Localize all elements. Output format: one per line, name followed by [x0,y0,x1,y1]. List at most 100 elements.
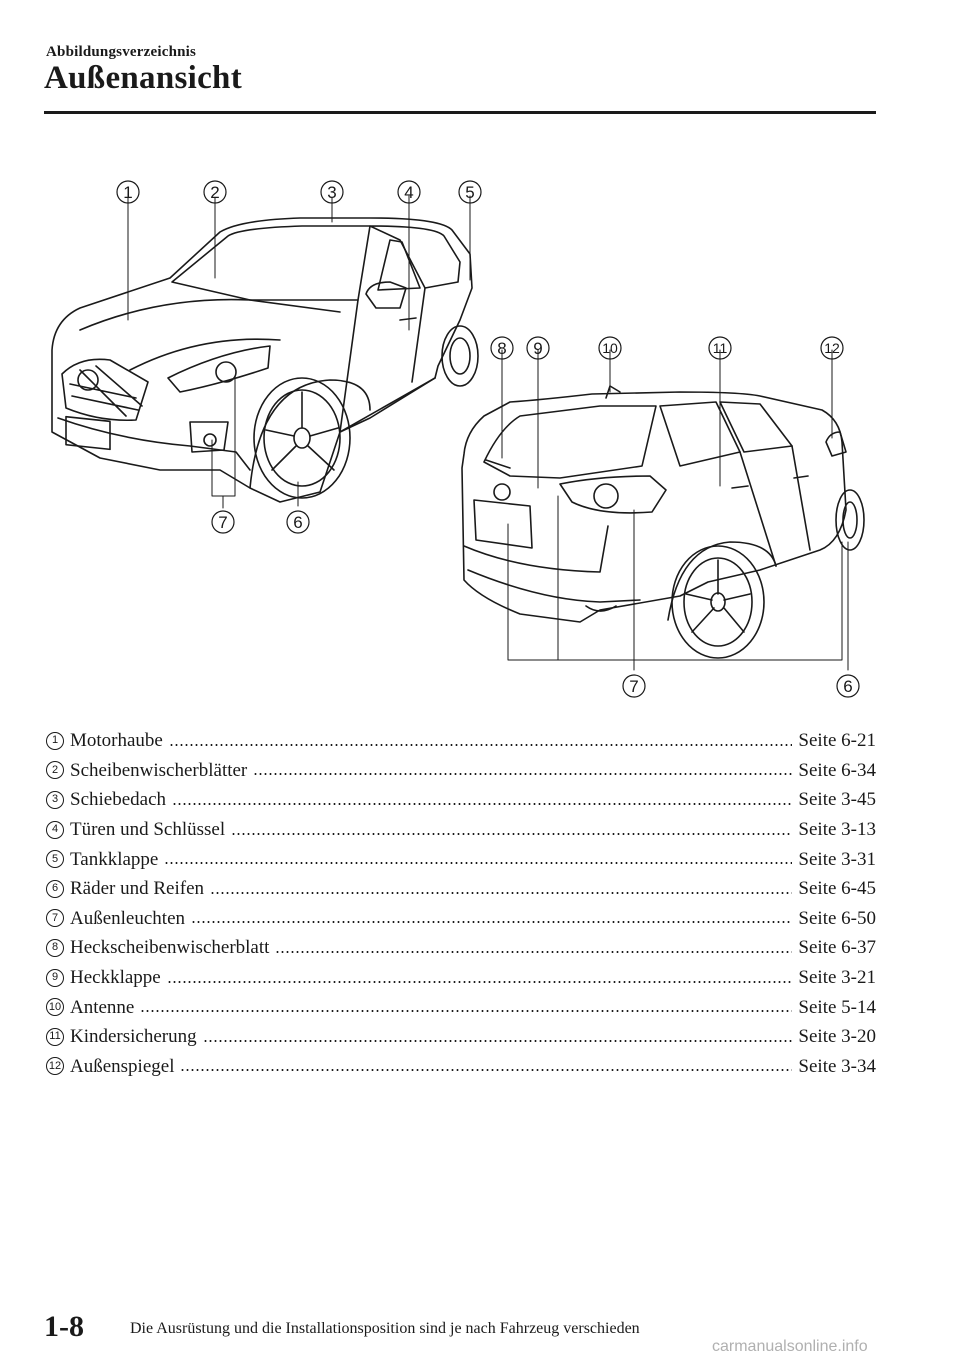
list-item: 6 Räder und Reifen Seite 6-45 [46,874,876,904]
callout-5: 5 [458,180,482,204]
page-title: Außenansicht [44,60,242,96]
item-label: Motorhaube [70,730,163,752]
page-reference: Seite 3-31 [798,848,876,870]
page-reference: Seite 6-45 [798,878,876,900]
dot-leader [140,1009,793,1014]
dot-leader [231,831,793,836]
callout-8: 8 [490,336,514,360]
page-reference: Seite 3-20 [798,1026,876,1048]
list-item: 1 Motorhaube Seite 6-21 [46,726,876,756]
list-item: 11 Kindersicherung Seite 3-20 [46,1022,876,1052]
item-number: 7 [46,909,64,928]
svg-text:10: 10 [602,340,618,356]
item-number: 4 [46,820,64,839]
dot-leader [172,801,793,806]
section-label: Abbildungsverzeichnis [46,44,197,60]
svg-text:3: 3 [327,183,336,202]
svg-text:4: 4 [404,183,413,202]
callout-6-rear: 6 [836,674,860,698]
list-item: 7 Außenleuchten Seite 6-50 [46,904,876,934]
callout-6-front: 6 [286,510,310,534]
callout-4: 4 [397,180,421,204]
item-label: Heckscheibenwischerblatt [70,937,270,959]
list-item: 5 Tankklappe Seite 3-31 [46,844,876,874]
dot-leader [164,861,793,866]
item-label: Türen und Schlüssel [70,819,226,841]
page-reference: Seite 3-45 [798,789,876,811]
svg-text:1: 1 [123,183,132,202]
svg-text:8: 8 [497,339,506,358]
dot-leader [191,920,793,925]
item-number: 5 [46,850,64,869]
svg-text:2: 2 [210,183,219,202]
dot-leader [253,772,793,777]
watermark: carmanualsonline.info [712,1338,868,1355]
dot-leader [275,949,793,954]
callout-12: 12 [820,336,844,360]
page-reference: Seite 3-21 [798,967,876,989]
item-label: Tankklappe [70,848,159,870]
page-reference: Seite 6-34 [798,759,876,781]
item-label: Schiebedach [70,789,167,811]
dot-leader [210,890,793,895]
list-item: 8 Heckscheibenwischerblatt Seite 6-37 [46,933,876,963]
item-number: 8 [46,938,64,957]
svg-text:11: 11 [713,340,728,356]
svg-text:9: 9 [533,339,542,358]
item-number: 11 [46,1027,64,1046]
item-number: 12 [46,1057,64,1076]
svg-text:6: 6 [293,513,302,532]
callout-7-front: 7 [211,510,235,534]
callout-10: 10 [598,336,622,360]
item-label: Räder und Reifen [70,878,205,900]
item-label: Scheibenwischerblätter [70,759,248,781]
list-item: 12 Außenspiegel Seite 3-34 [46,1052,876,1082]
item-number: 1 [46,731,64,750]
dot-leader [168,742,793,747]
item-label: Außenleuchten [70,907,186,929]
callout-3: 3 [320,180,344,204]
callout-1: 1 [116,180,140,204]
svg-text:5: 5 [465,183,474,202]
callout-markers: 1 2 3 4 5 7 6 [116,180,860,698]
svg-text:7: 7 [218,513,227,532]
item-number: 6 [46,879,64,898]
component-index-list: 1 Motorhaube Seite 6-21 2 Scheibenwische… [46,726,876,1081]
item-label: Kindersicherung [70,1026,197,1048]
item-label: Außenspiegel [70,1055,175,1077]
callout-2: 2 [203,180,227,204]
svg-text:7: 7 [629,677,638,696]
page-number: 1-8 [44,1310,84,1343]
page-reference: Seite 5-14 [798,996,876,1018]
rear-car-drawing [461,385,865,659]
vehicle-exterior-illustration: 1 2 3 4 5 7 6 [40,170,880,710]
svg-text:6: 6 [843,677,852,696]
footer-note: Die Ausrüstung und die Installationsposi… [130,1320,640,1337]
dot-leader [166,979,793,984]
callout-leader-lines [127,193,849,671]
list-item: 10 Antenne Seite 5-14 [46,992,876,1022]
title-divider [44,111,876,114]
page-reference: Seite 6-37 [798,937,876,959]
dot-leader [180,1068,793,1073]
list-item: 3 Schiebedach Seite 3-45 [46,785,876,815]
item-number: 3 [46,790,64,809]
item-number: 9 [46,968,64,987]
page-reference: Seite 6-50 [798,907,876,929]
item-label: Antenne [70,996,135,1018]
list-item: 9 Heckklappe Seite 3-21 [46,963,876,993]
callout-7-rear: 7 [622,674,646,698]
list-item: 2 Scheibenwischerblätter Seite 6-34 [46,756,876,786]
dot-leader [202,1038,793,1043]
item-number: 2 [46,761,64,780]
page-reference: Seite 6-21 [798,730,876,752]
item-label: Heckklappe [70,967,161,989]
page-reference: Seite 3-13 [798,819,876,841]
list-item: 4 Türen und Schlüssel Seite 3-13 [46,815,876,845]
svg-text:12: 12 [824,340,840,356]
page-reference: Seite 3-34 [798,1055,876,1077]
callout-11: 11 [708,336,732,360]
item-number: 10 [46,998,64,1017]
front-car-drawing [51,217,479,503]
callout-9: 9 [526,336,550,360]
